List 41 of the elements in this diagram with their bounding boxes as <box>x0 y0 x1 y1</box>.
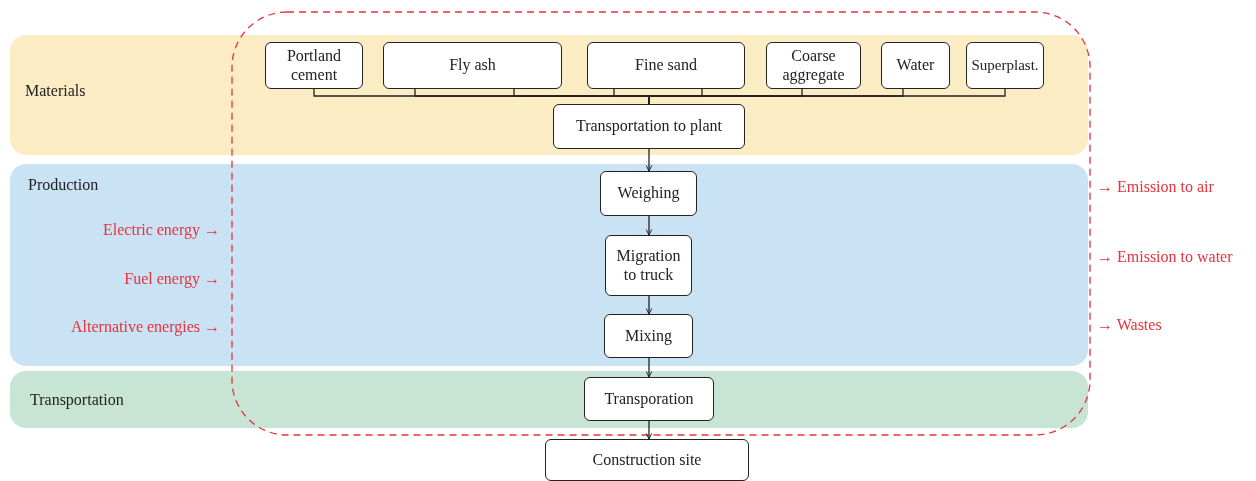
process-box <box>966 42 1044 89</box>
energy-input-label: Fuel energy → <box>124 269 220 289</box>
output-label: → Wastes <box>1097 315 1162 335</box>
process-box <box>383 42 562 89</box>
stage-heading: Production <box>28 176 99 194</box>
process-label: Fly ash <box>449 56 496 75</box>
arrow <box>645 420 653 440</box>
process-label: Fine sand <box>635 56 697 75</box>
arrow <box>645 148 653 172</box>
process-box <box>265 42 363 89</box>
process-box <box>600 171 697 216</box>
output-label: → Emission to water <box>1097 247 1233 267</box>
process-label: Superplast. <box>971 56 1039 75</box>
stage-band <box>10 371 1088 428</box>
stage-heading: Transportation <box>30 391 124 409</box>
arrow <box>645 215 653 236</box>
arrow <box>645 357 653 378</box>
process-label: Construction site <box>592 450 702 470</box>
process-box <box>545 439 749 481</box>
process-label: Transportation to plant <box>575 117 723 136</box>
process-label: Transporation <box>604 389 694 409</box>
process-label: Weighing <box>617 184 680 203</box>
process-label: Water <box>896 56 935 75</box>
process-box <box>605 235 692 296</box>
process-label: Portland cement <box>285 47 343 84</box>
stage-band <box>10 164 1088 366</box>
process-label: Mixing <box>624 326 673 346</box>
process-box <box>584 377 714 421</box>
energy-input-label: Electric energy → <box>103 220 220 240</box>
arrow <box>645 295 653 315</box>
process-box <box>604 314 693 358</box>
process-box <box>881 42 950 89</box>
energy-input-label: Alternative energies → <box>71 317 220 337</box>
process-label: Migration to truck <box>615 247 682 284</box>
process-box <box>587 42 745 89</box>
stage-heading: Materials <box>25 82 86 100</box>
stage-band <box>10 35 1088 155</box>
process-box <box>766 42 861 89</box>
process-box <box>553 104 745 149</box>
output-label: → Emission to air <box>1097 177 1214 197</box>
process-label: Coarse aggregate <box>781 47 846 84</box>
